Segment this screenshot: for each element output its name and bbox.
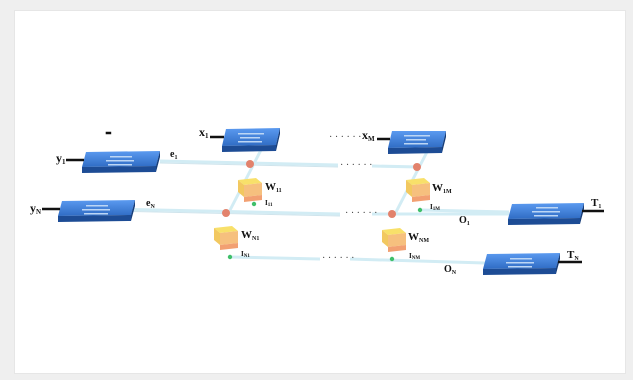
row-out-1 bbox=[419, 208, 510, 214]
label-xm: xM bbox=[362, 128, 375, 143]
label-x1: x1 bbox=[199, 125, 209, 140]
label-tn: TN bbox=[567, 249, 579, 262]
output-node-nm bbox=[389, 256, 395, 262]
weight-cube-nm bbox=[382, 228, 406, 252]
block-t1 bbox=[508, 203, 584, 225]
label-on: ON bbox=[444, 264, 457, 276]
ellipsis-bottom: · · · · · · bbox=[322, 253, 354, 264]
label-wnm: WNM bbox=[408, 231, 429, 244]
block-tn bbox=[483, 253, 560, 275]
junction-node-11 bbox=[246, 160, 254, 168]
figure-frame bbox=[14, 10, 626, 374]
output-nodes bbox=[227, 201, 423, 262]
junction-node-n1 bbox=[222, 209, 230, 217]
row-wire-1b bbox=[371, 164, 421, 169]
label-inm: INM bbox=[409, 252, 420, 261]
output-node-1m bbox=[417, 207, 423, 213]
weight-cube-n1 bbox=[214, 226, 238, 250]
label-wn1: WN1 bbox=[241, 229, 259, 242]
junction-node-nm bbox=[388, 210, 396, 218]
ellipsis-top: · · · · · · bbox=[329, 132, 361, 143]
row-out-n-a bbox=[229, 255, 321, 261]
block-x1 bbox=[105, 128, 280, 152]
ellipsis-row-n: · · · · · · bbox=[345, 208, 377, 219]
output-node-n1 bbox=[227, 254, 233, 260]
block-y1 bbox=[82, 151, 160, 173]
label-e1: e1 bbox=[170, 149, 177, 161]
block-yn bbox=[58, 200, 135, 222]
ellipsis-row-1: · · · · · · bbox=[340, 160, 372, 171]
weight-cube-11 bbox=[238, 178, 262, 202]
label-en: eN bbox=[146, 198, 155, 210]
label-i11: I11 bbox=[265, 199, 273, 208]
label-w1m: W1M bbox=[432, 182, 452, 195]
block-fineprint bbox=[82, 133, 560, 268]
row-out-n-b bbox=[349, 257, 486, 265]
output-node-11 bbox=[251, 201, 257, 207]
label-i1m: I1M bbox=[430, 203, 440, 212]
weight-cube-1m bbox=[406, 178, 430, 202]
label-w11: W11 bbox=[265, 181, 282, 194]
block-xm bbox=[388, 131, 446, 154]
label-y1: y1 bbox=[56, 151, 66, 166]
label-yn: yN bbox=[30, 201, 41, 216]
ellipsis-marks: · · · · · · · · · · · · · · · · · · · · … bbox=[322, 132, 377, 264]
wires bbox=[111, 147, 510, 265]
label-t1: T1 bbox=[591, 197, 601, 210]
label-in1: IN1 bbox=[241, 250, 250, 259]
junction-node-1m bbox=[413, 163, 421, 171]
junction-nodes bbox=[222, 160, 421, 218]
label-o1: O1 bbox=[459, 215, 470, 227]
